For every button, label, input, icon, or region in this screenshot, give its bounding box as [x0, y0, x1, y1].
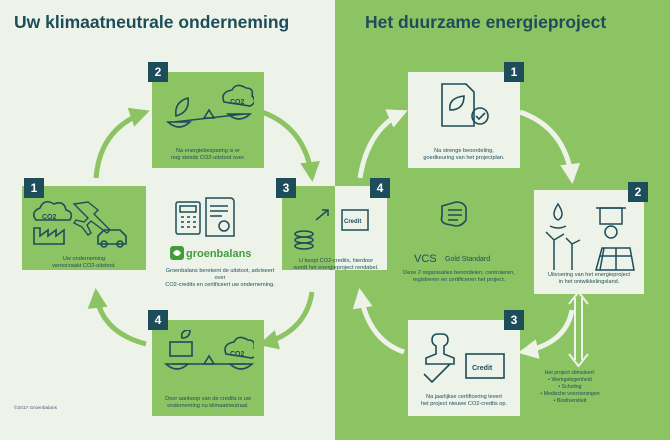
- step-right-4-caption: U koopt CO2-credits, hierdoor wordt het …: [286, 258, 386, 272]
- caption-line: nog steeds CO2-uitstoot over.: [170, 155, 245, 161]
- co2-label-3: CO2: [230, 351, 245, 358]
- caption-line: Na strenge beoordeling,: [434, 148, 494, 154]
- benefits-heading: Het project stimuleert:: [544, 370, 596, 376]
- groenbalans-brand: groenbalans: [186, 248, 252, 260]
- step-right-3: [408, 320, 520, 416]
- step-left-2-number: 2: [148, 62, 168, 82]
- caption-line: Door aankoop van de credits is uw: [165, 396, 251, 402]
- center-right-caption: Deze 2 organisaties beoordelen, controle…: [396, 270, 522, 284]
- step-right-3-number: 3: [504, 310, 524, 330]
- arrow-l-1-2: [93, 107, 150, 179]
- step-left-3-number: 3: [276, 178, 296, 198]
- caption-line: het project nieuwe CO2-credits op.: [420, 401, 508, 407]
- caption-line: onderneming nu klimaatneutraal.: [167, 403, 249, 409]
- vcs-logo: VCS: [414, 253, 437, 265]
- caption-line: Uitvoering van het energieproject: [547, 272, 631, 278]
- benefit-item: • Werkgelegenheid: [548, 377, 592, 383]
- caption-line: Na energiebesparing is er: [175, 148, 241, 154]
- caption-line: Groenbalans berekent de uitstoot, advise…: [165, 268, 275, 281]
- co2-label-1: CO2: [42, 214, 57, 221]
- arrow-l-2-3: [261, 109, 321, 182]
- caption-line: goedkeuring van het projectplan.: [423, 155, 505, 161]
- right-title: Het duurzame energieproject: [365, 12, 607, 32]
- caption-line: Deze 2 organisaties beoordelen, controle…: [403, 270, 515, 276]
- arrow-r-1-2: [519, 109, 581, 184]
- credit-label-1: Credit: [344, 219, 361, 225]
- step-left-1: [22, 186, 146, 270]
- approval-document-illustration: [441, 83, 489, 127]
- step-left-4-number: 4: [148, 310, 168, 330]
- arrow-l-3-4: [258, 291, 315, 350]
- step-right-4-number: 4: [370, 178, 390, 198]
- caption-line: U koopt CO2-credits, hierdoor: [298, 258, 374, 264]
- coins-credit-illustration: Credit: [294, 209, 369, 250]
- benefit-item: • Medische voorzieningen: [540, 391, 600, 397]
- step-right-3-caption: Na jaarlijkse certificering levert het p…: [408, 394, 520, 408]
- energy-project-illustration: [545, 202, 635, 271]
- step-right-1-number: 1: [504, 62, 524, 82]
- step-right-4-ext: [335, 186, 387, 270]
- arrow-r-4-1: [357, 109, 408, 179]
- caption-line: Na jaarlijkse certificering levert: [426, 394, 502, 400]
- arrow-l-4-1: [87, 288, 147, 347]
- step-right-1-caption: Na strenge beoordeling, goedkeuring van …: [408, 148, 520, 162]
- step-right-2-caption: Uitvoering van het energieproject in het…: [534, 272, 644, 286]
- caption-line: Uw onderneming: [62, 256, 106, 262]
- gold-standard-logo: Gold Standard: [445, 256, 491, 263]
- balanced-scale-illustration: CO2: [164, 330, 254, 370]
- benefits-list: Het project stimuleert: • Werkgelegenhei…: [527, 370, 613, 405]
- credit-label-2: Credit: [472, 365, 493, 372]
- emissions-illustration: CO2: [32, 200, 127, 248]
- left-title: Uw klimaatneutrale onderneming: [14, 12, 290, 32]
- caption-line: registreren en certificeren het project.: [412, 277, 506, 283]
- step-left-1-caption: Uw onderneming veroorzaakt CO2-uitstoot.: [24, 256, 144, 270]
- stamp-credit-illustration: Credit: [423, 333, 505, 384]
- step-left-1-number: 1: [24, 178, 44, 198]
- caption-line: wordt het energieproject rendabel.: [293, 265, 379, 271]
- arrow-r-2-3: [518, 309, 575, 359]
- step-left-2-caption: Na energiebesparing is er nog steeds CO2…: [152, 148, 264, 162]
- caption-line: in het ontwikkelingsland.: [558, 279, 620, 285]
- benefit-item: • Biodiversiteit: [553, 398, 587, 404]
- groenbalans-logo-icon: [170, 246, 184, 260]
- step-left-3: [282, 186, 335, 270]
- caption-line: veroorzaakt CO2-uitstoot.: [52, 263, 116, 269]
- scale-leaf-co2-illustration: CO2: [165, 84, 254, 128]
- center-left-caption: Groenbalans berekent de uitstoot, advise…: [160, 268, 280, 289]
- copyright: ©2017 Groenbalans: [14, 406, 58, 411]
- benefit-item: • Scholing: [558, 384, 582, 390]
- arrow-r-3-4: [352, 288, 405, 355]
- handshake-icon: [440, 201, 467, 227]
- calculator-certificate-illustration: [175, 197, 235, 237]
- step-left-4-caption: Door aankoop van de credits is uw ondern…: [152, 396, 264, 410]
- caption-line: CO2-credits en certificeert uw ondernemi…: [165, 282, 275, 288]
- step-right-1: [408, 72, 520, 168]
- step-right-2-number: 2: [628, 182, 648, 202]
- co2-label-2: CO2: [230, 99, 245, 106]
